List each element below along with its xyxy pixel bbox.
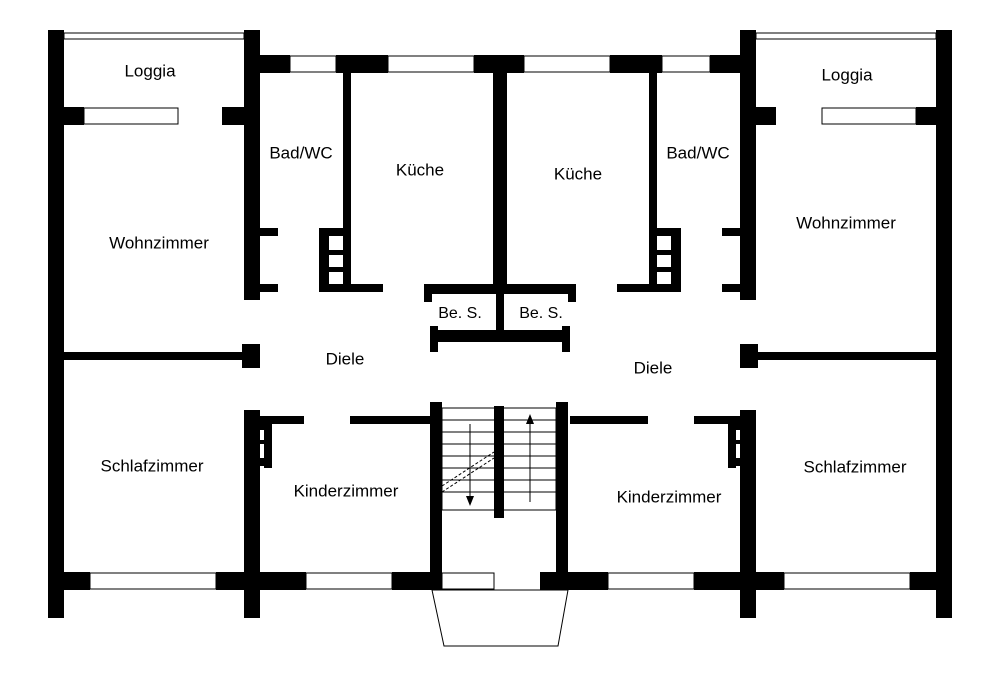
interior-walls-top: [260, 70, 740, 352]
label-kinderzimmer-right: Kinderzimmer: [617, 487, 722, 506]
label-loggia-right: Loggia: [821, 65, 873, 84]
interior-walls-bottom: [244, 402, 756, 618]
loggia-doors: [64, 107, 936, 125]
label-wohnzimmer-left: Wohnzimmer: [109, 233, 209, 252]
label-kinderzimmer-left: Kinderzimmer: [294, 481, 399, 500]
label-loggia-left: Loggia: [124, 61, 176, 80]
label-bes-left: Be. S.: [438, 305, 482, 322]
room-labels: Loggia Loggia Bad/WC Bad/WC Küche Küche …: [101, 61, 907, 506]
dividing-walls: [64, 344, 936, 368]
label-bes-right: Be. S.: [519, 305, 563, 322]
label-schlafzimmer-left: Schlafzimmer: [101, 456, 204, 475]
label-wohnzimmer-right: Wohnzimmer: [796, 213, 896, 232]
label-diele-left: Diele: [326, 349, 365, 368]
label-kueche-right: Küche: [554, 164, 602, 183]
top-facade: [244, 55, 756, 73]
label-bad-right: Bad/WC: [666, 143, 729, 162]
label-bad-left: Bad/WC: [269, 143, 332, 162]
loggia-railings: [63, 32, 937, 40]
label-schlafzimmer-right: Schlafzimmer: [804, 457, 907, 476]
bottom-facade: [48, 572, 952, 590]
entrance-canopy: [431, 589, 569, 647]
staircase: [441, 407, 557, 511]
label-kueche-left: Küche: [396, 160, 444, 179]
outer-walls: [48, 30, 952, 618]
label-diele-right: Diele: [634, 358, 673, 377]
